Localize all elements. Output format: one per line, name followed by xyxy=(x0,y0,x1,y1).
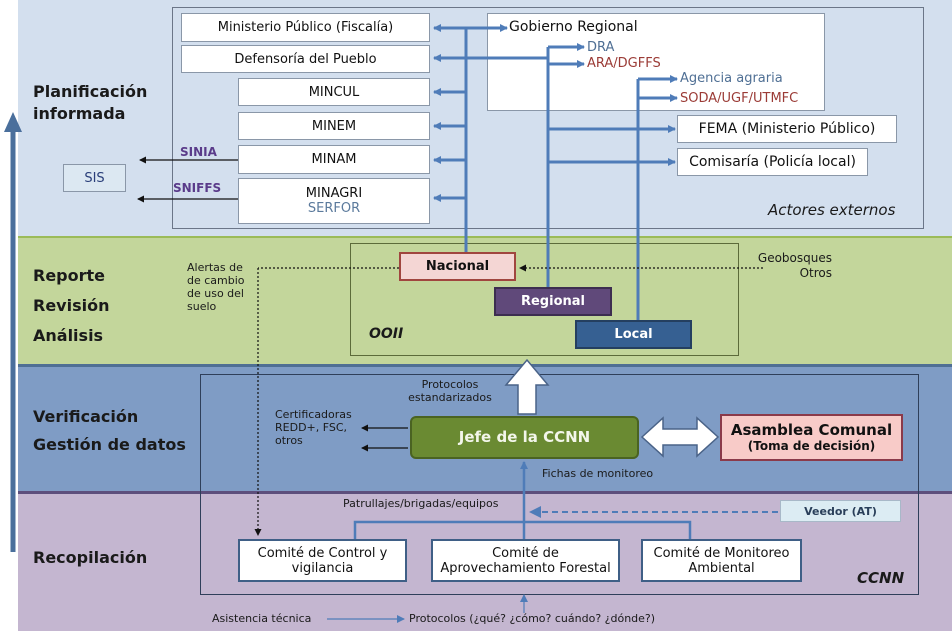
stage-planificacion-line1: Planificación xyxy=(33,82,148,101)
serfor-label: SERFOR xyxy=(307,201,361,216)
comite-control-line1: Comité de Control y xyxy=(257,545,388,561)
box-comite-control: Comité de Control y vigilancia xyxy=(238,539,407,582)
gobierno-regional-title: Gobierno Regional xyxy=(509,19,638,35)
ooii-caption: OOII xyxy=(369,326,404,342)
comite-aprovechamiento-line1: Comité de xyxy=(492,545,559,561)
box-comisaria: Comisaría (Policía local) xyxy=(677,148,868,176)
protocolos-preguntas-label: Protocolos (¿qué? ¿cómo? cuándo? ¿dónde?… xyxy=(409,612,656,625)
box-fema: FEMA (Ministerio Público) xyxy=(677,115,897,143)
box-regional: Regional xyxy=(494,287,612,316)
ccnn-container xyxy=(200,374,919,595)
ooii-container xyxy=(350,243,739,356)
comite-monitoreo-line1: Comité de Monitoreo xyxy=(653,545,790,561)
box-local: Local xyxy=(575,320,692,349)
stage-planificacion-line2: informada xyxy=(33,104,126,123)
stage-verificacion-line1: Verificación xyxy=(33,407,139,426)
comite-aprovechamiento-line2: Aprovechamiento Forestal xyxy=(440,560,611,576)
alertas-line2: de cambio xyxy=(187,274,245,287)
box-comite-aprovechamiento: Comité de Aprovechamiento Forestal xyxy=(431,539,620,582)
asamblea-subtitle: (Toma de decisión) xyxy=(747,439,876,453)
stage-reporte-line3: Análisis xyxy=(33,326,104,345)
alertas-line1: Alertas de xyxy=(187,261,243,274)
protocolos-estandarizados-label: Protocolos estandarizados xyxy=(405,378,495,404)
stage-verificacion-line2: Gestión de datos xyxy=(33,435,186,454)
box-minagri: MINAGRI SERFOR xyxy=(238,178,430,224)
patrullajes-label: Patrullajes/brigadas/equipos xyxy=(343,497,499,510)
stage-reporte: Reporte Revisión Análisis xyxy=(33,261,109,351)
box-veedor: Veedor (AT) xyxy=(780,500,901,522)
geobosques-line1: Geobosques xyxy=(757,251,832,265)
stage-reporte-line1: Reporte xyxy=(33,266,106,285)
ccnn-caption: CCNN xyxy=(857,569,905,587)
box-minem: MINEM xyxy=(238,112,430,140)
box-asamblea-comunal: Asamblea Comunal (Toma de decisión) xyxy=(720,414,903,461)
asamblea-title: Asamblea Comunal xyxy=(730,421,893,439)
stage-reporte-line2: Revisión xyxy=(33,296,110,315)
stage-verificacion: Verificación Gestión de datos xyxy=(33,403,186,459)
geobosques-label: Geobosques Otros xyxy=(752,251,832,281)
box-nacional: Nacional xyxy=(399,252,516,281)
comite-monitoreo-line2: Ambiental xyxy=(688,560,755,576)
box-defensoria: Defensoría del Pueblo xyxy=(181,45,430,73)
box-gobierno-regional xyxy=(487,13,825,111)
sniffs-label: SNIFFS xyxy=(173,181,222,195)
agencia-label: Agencia agraria xyxy=(680,71,783,86)
box-comite-monitoreo: Comité de Monitoreo Ambiental xyxy=(641,539,802,582)
geobosques-line2: Otros xyxy=(799,266,832,280)
alertas-line3: de uso del xyxy=(187,287,244,300)
protocolos-line2: estandarizados xyxy=(408,391,492,404)
comite-control-line2: vigilancia xyxy=(291,560,354,576)
asistencia-label: Asistencia técnica xyxy=(212,612,312,625)
box-mincul: MINCUL xyxy=(238,78,430,106)
alertas-label: Alertas de de cambio de uso del suelo xyxy=(187,261,245,313)
alertas-line4: suelo xyxy=(187,300,217,313)
fichas-label: Fichas de monitoreo xyxy=(542,467,654,480)
stage-recopilacion: Recopilación xyxy=(33,548,148,567)
box-minam: MINAM xyxy=(238,145,430,174)
sinia-label: SINIA xyxy=(180,145,217,159)
certificadoras-label: Certificadoras REDD+, FSC, otros xyxy=(275,408,352,447)
certificadoras-line2: REDD+, FSC, xyxy=(275,421,348,434)
actores-externos-caption: Actores externos xyxy=(768,201,896,219)
protocolos-line1: Protocolos xyxy=(421,378,479,391)
box-sis: SIS xyxy=(63,164,126,192)
box-jefe-ccnn: Jefe de la CCNN xyxy=(410,416,639,459)
ara-label: ARA/DGFFS xyxy=(587,56,661,71)
certificadoras-line1: Certificadoras xyxy=(275,408,352,421)
soda-label: SODA/UGF/UTMFC xyxy=(680,91,799,106)
certificadoras-line3: otros xyxy=(275,434,303,447)
minagri-label: MINAGRI xyxy=(305,186,363,201)
box-ministerio-publico: Ministerio Público (Fiscalía) xyxy=(181,13,430,42)
stage-planificacion: Planificación informada xyxy=(33,81,147,125)
dra-label: DRA xyxy=(587,40,615,55)
